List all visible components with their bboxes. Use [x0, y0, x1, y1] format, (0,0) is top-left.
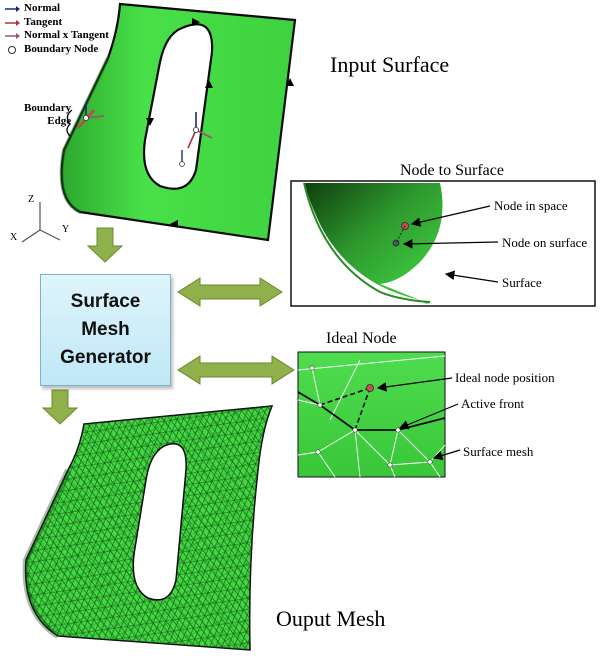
- axes-triad: [21, 202, 61, 243]
- legend-item-boundary-node: Boundary Node: [4, 43, 109, 57]
- node-to-surface-title: Node to Surface: [400, 162, 504, 179]
- ideal-node-panel: [297, 351, 461, 478]
- node-in-space-label: Node in space: [494, 198, 568, 213]
- output-mesh-shape: [22, 405, 274, 651]
- boundary-node-icon: [4, 44, 21, 55]
- ideal-node-title: Ideal Node: [326, 330, 397, 347]
- double-arrow-ideal-node: [177, 355, 295, 385]
- boundary-vectors-left: [77, 102, 105, 129]
- arrow-normal-x-tangent-icon: [4, 30, 21, 41]
- axis-x-label: X: [10, 232, 18, 243]
- axis-y-label: Y: [62, 224, 70, 235]
- ideal-node-position-label: Ideal node position: [455, 370, 555, 385]
- legend-item-tangent: Tangent: [4, 16, 109, 30]
- axis-z-label: Z: [28, 194, 35, 205]
- boundary-vectors-hole: [179, 112, 213, 167]
- node-to-surface-panel: [290, 180, 596, 307]
- active-front-label: Active front: [461, 396, 525, 411]
- surface-mesh-label: Surface mesh: [463, 444, 534, 459]
- double-arrow-node-to-surface: [177, 277, 283, 307]
- down-arrow-bottom: [41, 389, 79, 425]
- legend: Normal Tangent Normal x Tangent Boundary…: [4, 2, 109, 56]
- node-on-surface-label: Node on surface: [502, 235, 588, 250]
- arrow-tangent-icon: [4, 17, 21, 28]
- down-arrow-top: [86, 227, 124, 263]
- arrow-normal-icon: [4, 3, 21, 14]
- surface-label: Surface: [502, 275, 542, 290]
- surface-mesh-generator-box: Surface Mesh Generator: [40, 274, 171, 386]
- output-mesh-title: Ouput Mesh: [276, 606, 386, 631]
- legend-item-normal: Normal: [4, 2, 109, 16]
- input-surface-shape: [59, 2, 297, 242]
- boundary-edge-label: Boundary Edge: [24, 102, 72, 127]
- input-surface-title: Input Surface: [330, 52, 450, 77]
- legend-item-normal-x-tangent: Normal x Tangent: [4, 29, 109, 43]
